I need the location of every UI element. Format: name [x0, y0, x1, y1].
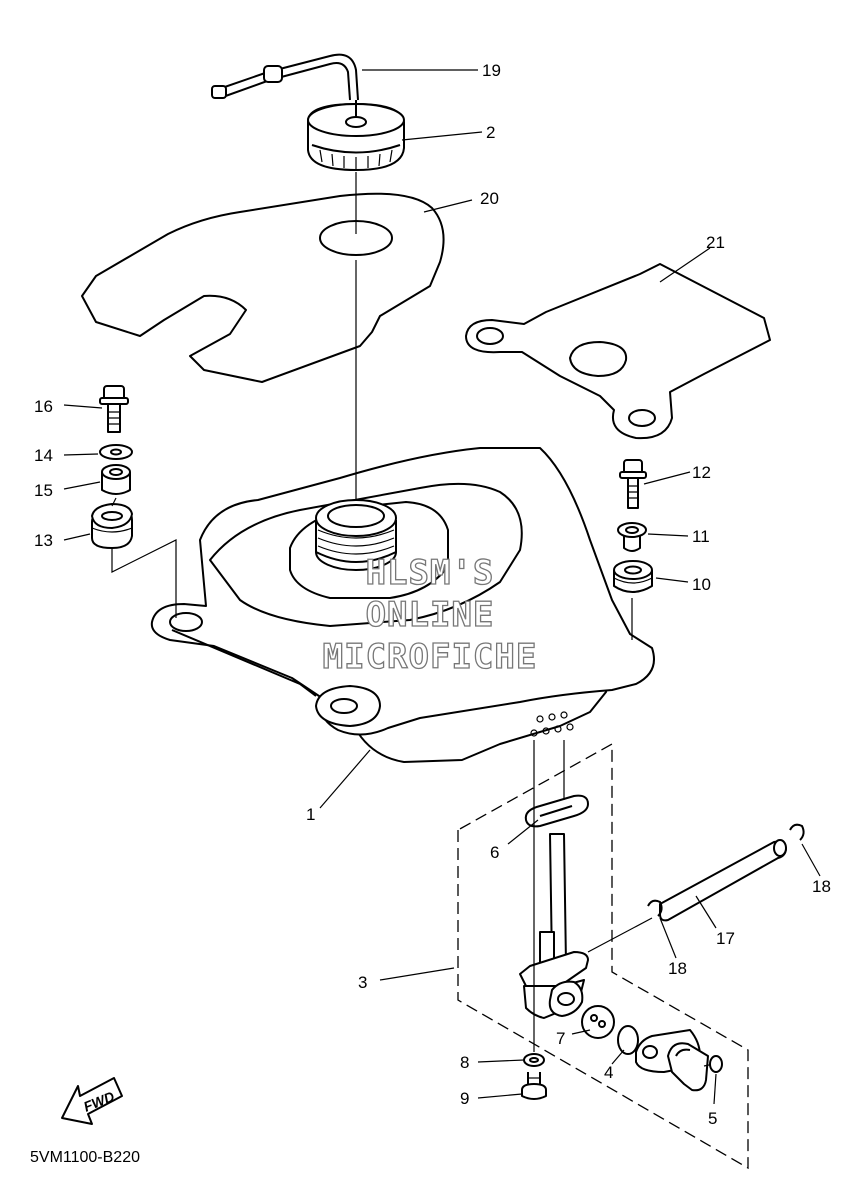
part-4-o-ring[interactable]	[617, 1025, 639, 1055]
callout-7: 7	[556, 1029, 565, 1048]
watermark-line-3: MICROFICHE	[323, 637, 538, 677]
part-17-hose[interactable]	[659, 839, 787, 922]
callout-20: 20	[480, 189, 499, 208]
part-9-screw[interactable]	[521, 1072, 547, 1100]
fwd-arrow-icon	[61, 1077, 123, 1125]
callout-16: 16	[34, 397, 53, 416]
part-5-lever-and-screw[interactable]	[635, 1029, 723, 1092]
part-18-clip-lower[interactable]	[647, 899, 663, 917]
watermark-line-1: HLSM'S	[366, 553, 495, 593]
callout-9: 9	[460, 1089, 469, 1108]
part-7-seal[interactable]	[581, 1005, 615, 1039]
part-12-bolt[interactable]	[619, 459, 647, 509]
part-19-breather-hose[interactable]	[211, 53, 359, 101]
fuel-cock-subassembly-box	[457, 742, 749, 1170]
callout-3: 3	[358, 973, 367, 992]
callout-12: 12	[692, 463, 711, 482]
callout-6: 6	[490, 843, 499, 862]
part-8-washer[interactable]	[523, 1053, 545, 1067]
callout-labels: 19 2 20 21 16 14 15 13 12 11 10 1 6 3 7 …	[34, 61, 831, 1128]
part-1-fuel-tank[interactable]	[150, 447, 655, 763]
callout-4: 4	[604, 1063, 613, 1082]
fwd-arrow: FWD	[61, 1077, 123, 1125]
part-11-collar[interactable]	[617, 522, 647, 552]
part-20-cover-plate[interactable]	[81, 192, 445, 383]
part-6-gasket[interactable]	[524, 794, 589, 828]
part-13-damper[interactable]	[91, 503, 133, 549]
callout-21: 21	[706, 233, 725, 252]
part-18-clip-upper[interactable]	[789, 823, 805, 841]
part-2-fuel-cap[interactable]	[307, 100, 405, 171]
part-10-damper[interactable]	[613, 560, 653, 593]
watermark-line-2: ONLINE	[366, 595, 495, 635]
callout-18-lower: 18	[668, 959, 687, 978]
part-15-collar[interactable]	[101, 464, 131, 495]
callout-8: 8	[460, 1053, 469, 1072]
callout-17: 17	[716, 929, 735, 948]
callout-11: 11	[692, 527, 710, 546]
callout-10: 10	[692, 575, 711, 594]
callout-13: 13	[34, 531, 53, 550]
assembly-guides	[111, 172, 653, 1052]
callout-18-upper: 18	[812, 877, 831, 896]
callout-15: 15	[34, 481, 53, 500]
part-16-bolt[interactable]	[99, 385, 129, 433]
leader-lines	[63, 69, 821, 1105]
part-3-fuel-cock[interactable]	[519, 833, 589, 1019]
callout-19: 19	[482, 61, 501, 80]
part-21-side-plate[interactable]	[465, 263, 771, 440]
callout-5: 5	[708, 1109, 717, 1128]
callout-2: 2	[486, 123, 495, 142]
callout-1: 1	[306, 805, 315, 824]
part-14-washer[interactable]	[99, 444, 133, 460]
diagram-code: 5VM1100-B220	[30, 1149, 140, 1166]
watermark: HLSM'S ONLINE MICROFICHE	[322, 552, 538, 677]
callout-14: 14	[34, 446, 53, 465]
